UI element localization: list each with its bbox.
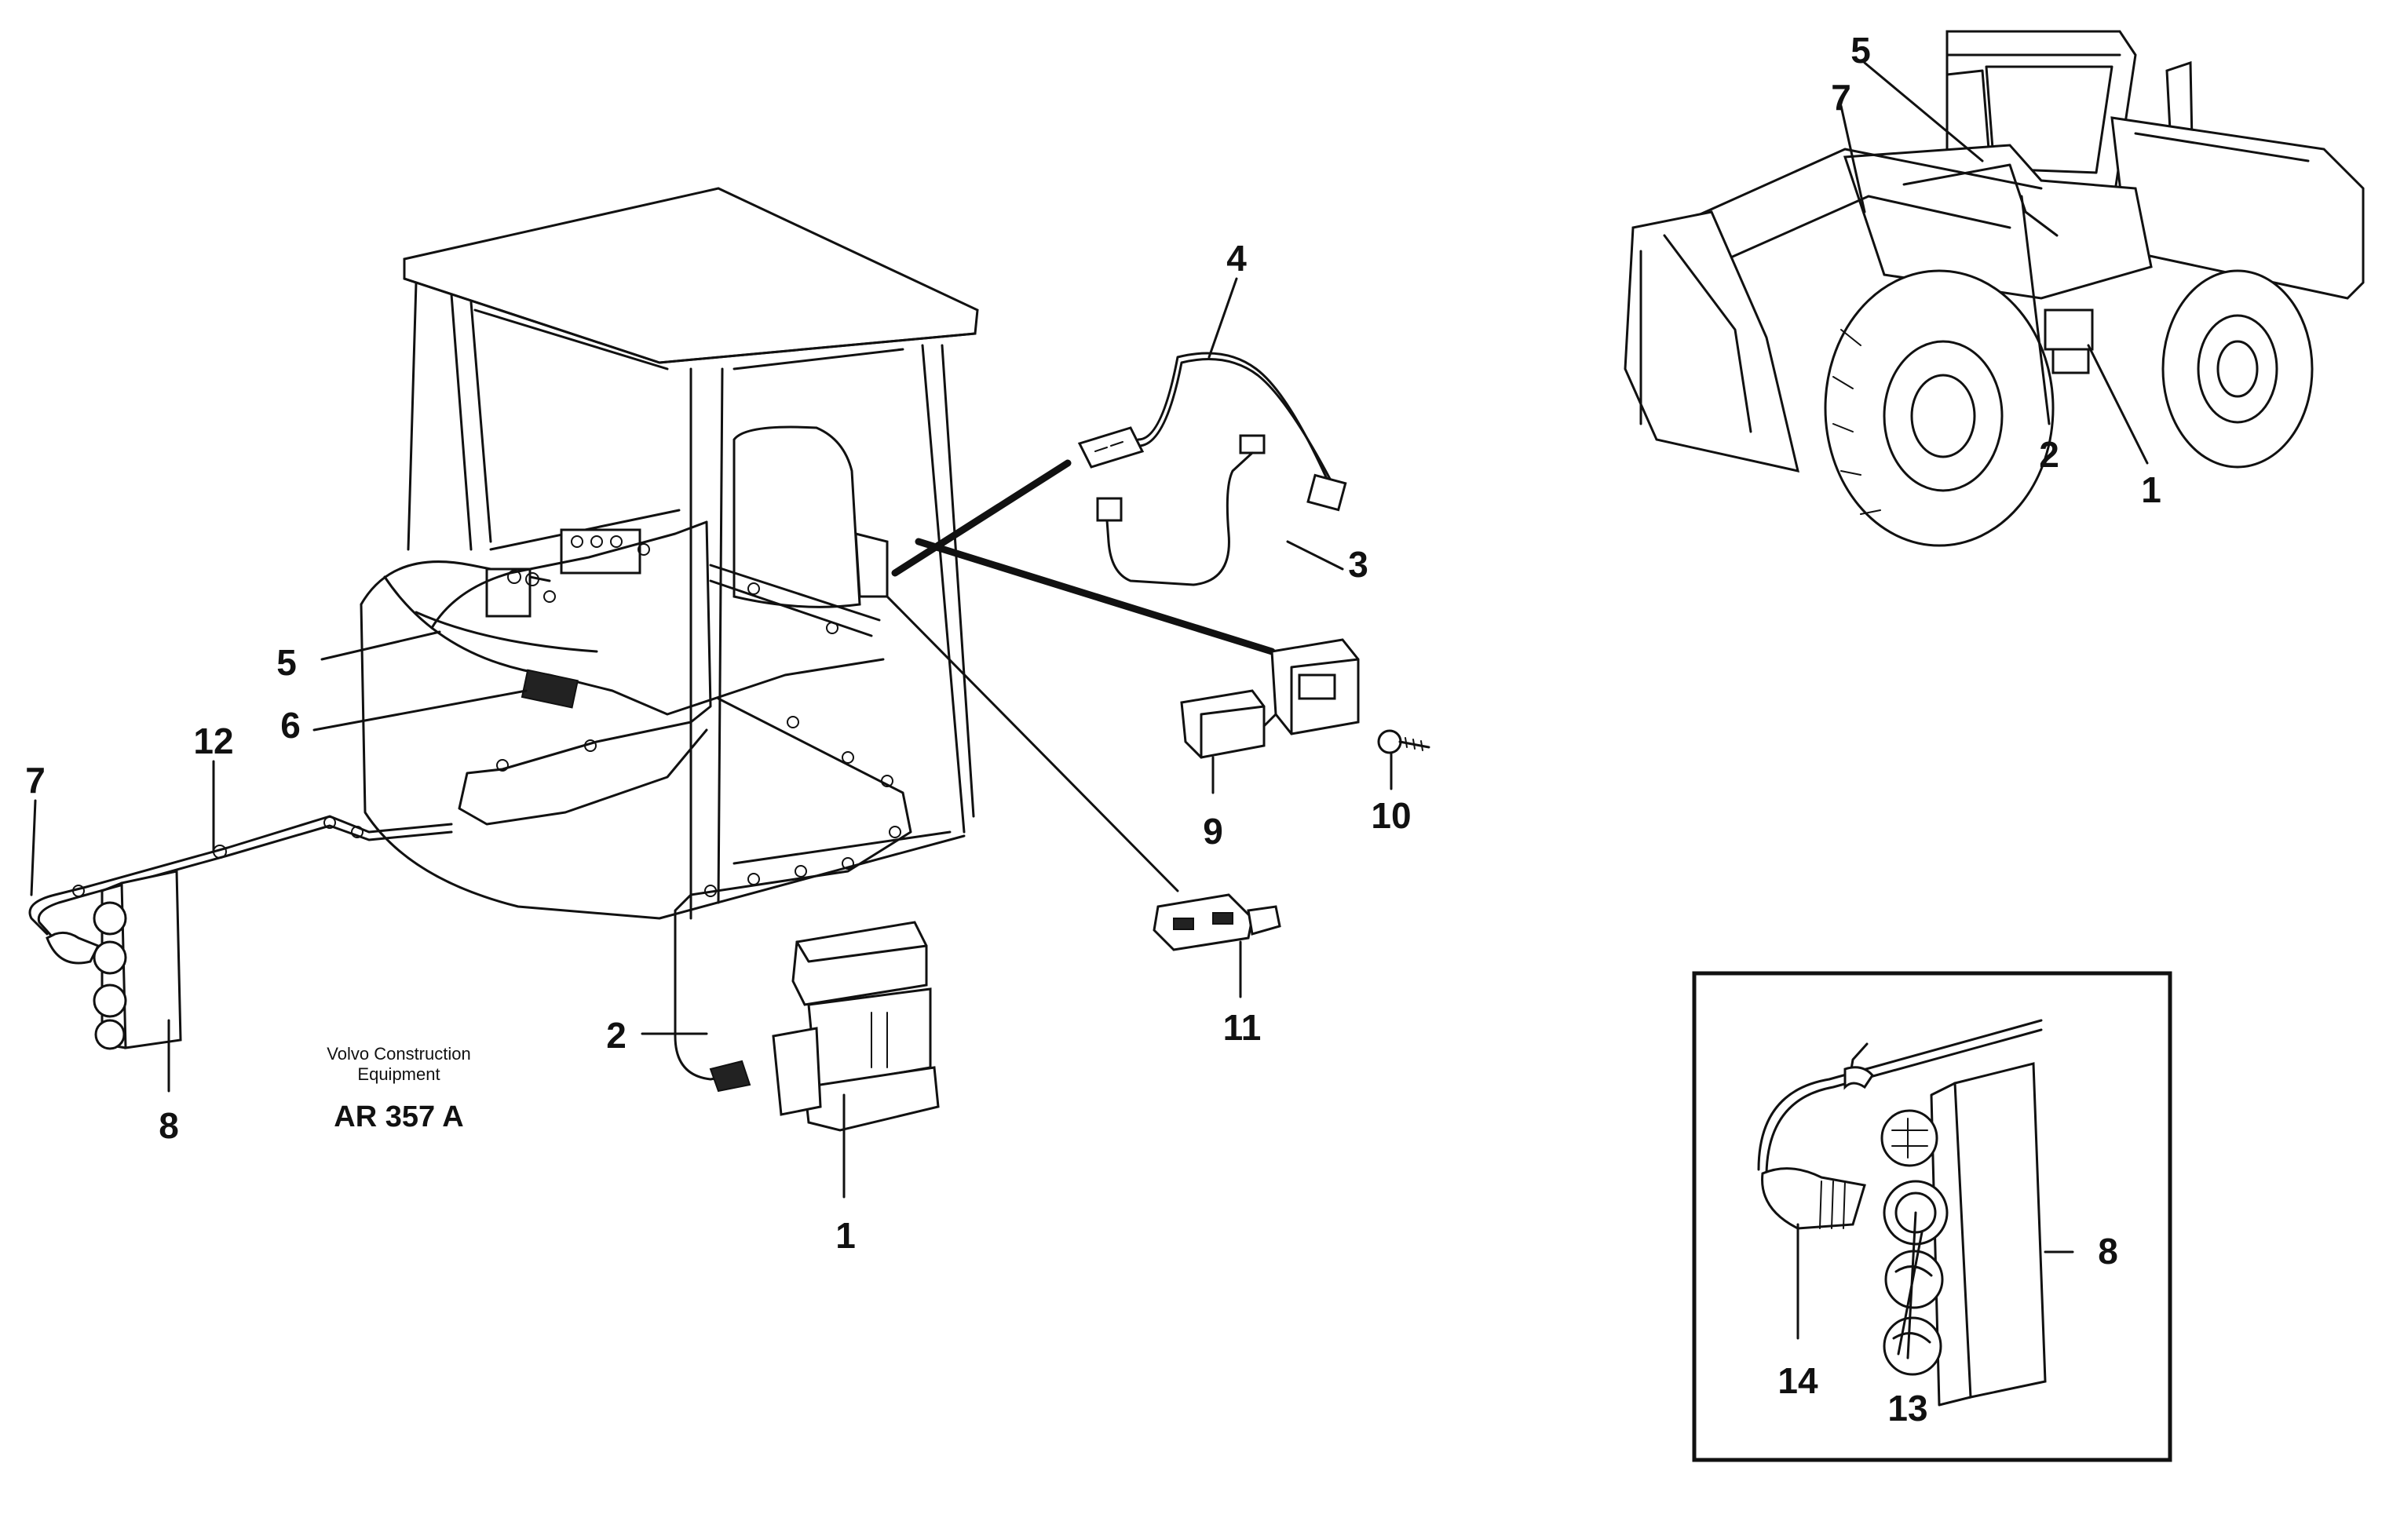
credit-line-1: Volvo Construction [327, 1044, 470, 1064]
cab-illustration [28, 187, 979, 1038]
callout-8-detail: 8 [2098, 1231, 2118, 1272]
callout-1-main: 1 [835, 1215, 856, 1256]
wheel-loader-illustration [1624, 30, 2365, 547]
callout-1-loader: 1 [2141, 469, 2161, 510]
detail-inset [1692, 971, 2172, 1462]
switch-11 [886, 595, 1281, 951]
harness-3-4 [891, 352, 1347, 586]
callout-14-detail: 14 [1777, 1360, 1818, 1401]
callout-11-main: 11 [1223, 1007, 1262, 1048]
figure-code: AR 357 A [334, 1100, 463, 1133]
callout-2-loader: 2 [2039, 434, 2059, 475]
callout-labels: 1 2 3 4 5 6 7 8 9 10 11 12 1 2 5 7 8 13 … [25, 30, 2161, 1429]
leader-lines [30, 61, 2149, 1199]
lamp-unit [674, 921, 940, 1132]
callout-13-detail: 13 [1887, 1388, 1927, 1429]
callout-5-loader: 5 [1850, 30, 1871, 71]
callout-8-main: 8 [159, 1105, 179, 1146]
callout-5-main: 5 [276, 642, 297, 683]
callout-2-main: 2 [606, 1015, 627, 1056]
callout-12-main: 12 [193, 721, 233, 761]
connector-block-main [46, 870, 182, 1050]
callout-6-main: 6 [280, 705, 301, 746]
callout-9-main: 9 [1203, 811, 1223, 852]
callout-4-main: 4 [1226, 238, 1247, 279]
relay-bracket [915, 538, 1430, 759]
callout-7-loader: 7 [1831, 77, 1851, 118]
credit-block: Volvo Construction Equipment AR 357 A [327, 1044, 470, 1133]
callout-3-main: 3 [1348, 544, 1368, 585]
callout-7-main: 7 [25, 760, 46, 801]
credit-line-2: Equipment [357, 1064, 440, 1084]
callout-10-main: 10 [1371, 795, 1411, 836]
